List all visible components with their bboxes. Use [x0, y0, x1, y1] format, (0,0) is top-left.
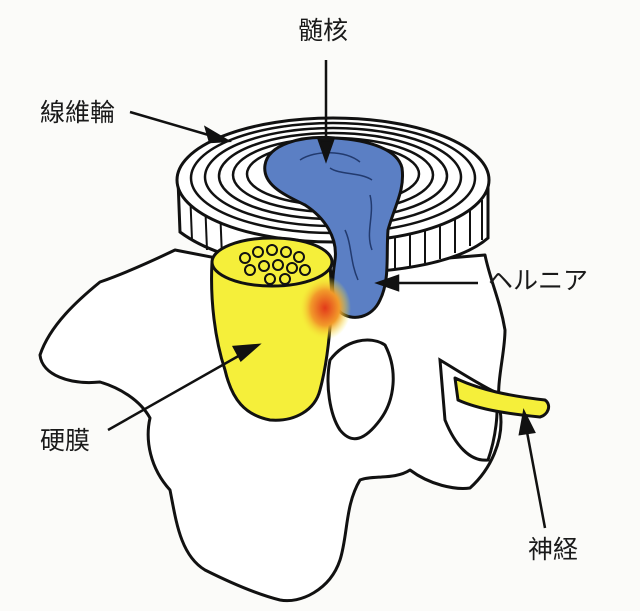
label-nerve: 神経 — [528, 535, 579, 564]
leader-nerve — [525, 431, 547, 529]
label-hernia: ヘルニア — [488, 266, 589, 295]
label-annulus-fibrosus: 線維輪 — [40, 98, 116, 127]
label-nucleus-pulposus: 髄核 — [298, 16, 349, 45]
arrowhead-nucleus — [317, 138, 335, 164]
nerve-fibers — [239, 244, 311, 285]
label-dura-mater: 硬膜 — [40, 426, 91, 455]
arrowhead-hernia — [374, 274, 400, 292]
nucleus-hernia — [263, 135, 405, 319]
nerve-shape — [453, 376, 551, 419]
leader-lines — [107, 60, 547, 529]
arrowhead-annulus — [203, 125, 233, 144]
leader-annulus — [129, 110, 213, 138]
arrowhead-dura — [231, 343, 262, 362]
lamina-front — [326, 338, 395, 441]
arrowhead-nerve — [518, 408, 536, 436]
leader-dura — [107, 352, 243, 432]
inflammation-spot — [299, 276, 351, 340]
transverse-process — [438, 357, 499, 462]
nucleus-texture — [299, 152, 373, 281]
